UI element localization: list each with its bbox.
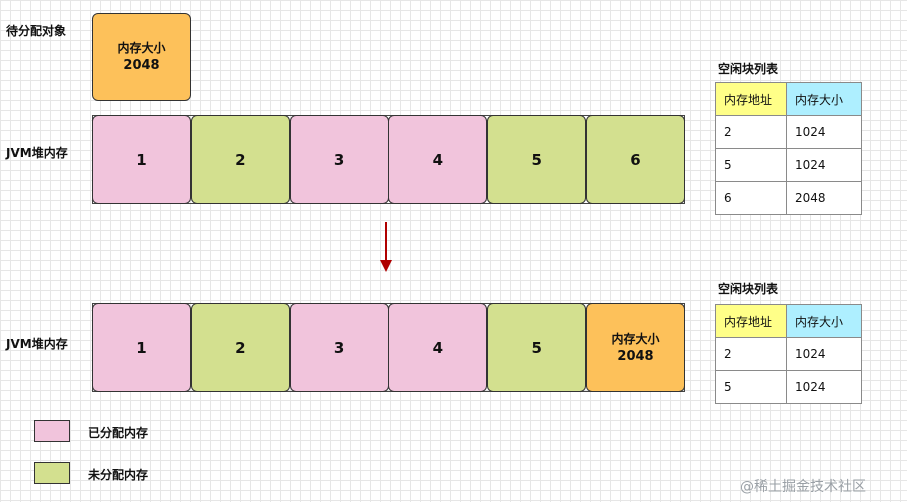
table-row: 5 1024 <box>715 148 862 182</box>
memory-block-number: 5 <box>531 150 542 169</box>
pending-object-size: 2048 <box>123 58 160 73</box>
memory-block-number: 2 <box>235 338 246 357</box>
pending-object-block: 内存大小 2048 <box>92 13 191 101</box>
watermark: @稀土掘金技术社区 <box>740 479 866 495</box>
table-cell: 1024 <box>786 370 862 404</box>
new-allocated-size: 2048 <box>617 348 654 364</box>
memory-block-free: 5 <box>487 303 587 392</box>
memory-block-number: 4 <box>432 150 444 169</box>
legend-allocated-label: 已分配内存 <box>88 426 149 440</box>
memory-block-allocated: 3 <box>289 115 389 204</box>
free-list-header-row: 内存地址 内存大小 <box>715 82 862 116</box>
legend-allocated-swatch <box>34 420 70 442</box>
free-list-header-address: 内存地址 <box>715 82 787 116</box>
free-list-header-row: 内存地址 内存大小 <box>715 304 862 338</box>
memory-block-allocated: 3 <box>289 303 389 392</box>
memory-block-number: 1 <box>136 150 147 169</box>
memory-block-number: 2 <box>235 150 246 169</box>
table-row: 2 1024 <box>715 337 862 371</box>
table-cell: 6 <box>715 181 787 215</box>
memory-block-allocated: 1 <box>92 303 191 392</box>
pending-object-title: 内存大小 <box>117 41 166 55</box>
memory-block-allocated: 4 <box>388 303 488 392</box>
table-cell: 5 <box>715 148 787 182</box>
memory-block-free: 6 <box>586 115 685 204</box>
table-row: 6 2048 <box>715 181 862 215</box>
table-cell: 5 <box>715 370 787 404</box>
memory-block-allocated: 1 <box>92 115 191 204</box>
down-arrow-icon <box>380 222 392 272</box>
heap-bottom-label: JVM堆内存 <box>6 337 68 351</box>
heap-top-label: JVM堆内存 <box>6 146 68 160</box>
memory-block-number: 5 <box>531 338 542 357</box>
new-allocated-block: 内存大小 2048 <box>586 303 685 392</box>
free-list-header-size: 内存大小 <box>786 304 862 338</box>
legend-free-label: 未分配内存 <box>88 468 149 482</box>
pending-object-label: 待分配对象 <box>6 24 67 38</box>
memory-block-number: 3 <box>333 150 345 169</box>
table-cell: 1024 <box>786 148 862 182</box>
table-cell: 2 <box>715 115 787 149</box>
free-list-header-address: 内存地址 <box>715 304 787 338</box>
table-cell: 1024 <box>786 115 862 149</box>
legend-free-swatch <box>34 462 70 484</box>
memory-block-number: 6 <box>630 150 641 169</box>
memory-block-number: 4 <box>432 338 444 357</box>
free-list-top-title: 空闲块列表 <box>718 62 779 76</box>
new-allocated-title: 内存大小 <box>611 331 660 346</box>
table-cell: 1024 <box>786 337 862 371</box>
table-cell: 2048 <box>786 181 862 215</box>
free-list-bottom-table: 内存地址 内存大小 2 1024 5 1024 <box>715 304 862 404</box>
free-list-top-table: 内存地址 内存大小 2 1024 5 1024 6 2048 <box>715 82 862 215</box>
table-row: 2 1024 <box>715 115 862 149</box>
table-row: 5 1024 <box>715 370 862 404</box>
memory-block-allocated: 4 <box>388 115 488 204</box>
memory-block-number: 3 <box>333 338 345 357</box>
table-cell: 2 <box>715 337 787 371</box>
memory-block-number: 1 <box>136 338 147 357</box>
free-list-header-size: 内存大小 <box>786 82 862 116</box>
memory-block-free: 2 <box>190 303 290 392</box>
memory-block-free: 2 <box>190 115 290 204</box>
memory-block-free: 5 <box>487 115 587 204</box>
free-list-bottom-title: 空闲块列表 <box>718 282 779 296</box>
